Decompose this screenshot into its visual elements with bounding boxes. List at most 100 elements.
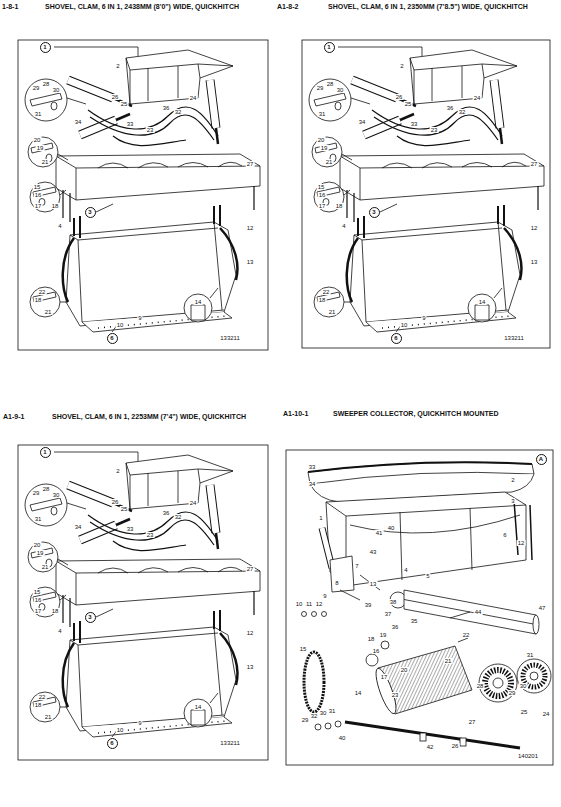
reference-letter: 3 xyxy=(88,614,91,620)
callout-number: 3 xyxy=(510,498,515,504)
callout-number: 1 xyxy=(318,515,323,521)
reference-letter: 1 xyxy=(327,44,330,50)
circled-reference: 3 xyxy=(369,207,380,218)
callout-number: 133211 xyxy=(219,335,241,341)
callout-number: 31 xyxy=(526,652,535,658)
callout-number: 28 xyxy=(326,81,335,87)
callout-number: 32 xyxy=(310,713,319,719)
callout-number: 13 xyxy=(246,259,255,265)
callout-number: 26 xyxy=(111,94,120,100)
callout-number: 12 xyxy=(246,225,255,231)
callout-number: 30 xyxy=(336,87,345,93)
callout-number: 19 xyxy=(379,632,388,638)
circled-reference: 6 xyxy=(107,738,118,749)
callout-number: 15 xyxy=(317,184,326,190)
callout-number: 42 xyxy=(426,744,435,750)
callout-number: 17 xyxy=(34,608,43,614)
callout-number: 22 xyxy=(462,632,471,638)
callout-number: 5 xyxy=(425,573,430,579)
panel-code: 1-8-1 xyxy=(2,3,18,11)
callout-number: 30 xyxy=(52,87,61,93)
circled-reference: 3 xyxy=(85,207,96,218)
callout-number: 29 xyxy=(32,85,41,91)
callout-number: 21 xyxy=(44,714,53,720)
callout-number: 15 xyxy=(299,646,308,652)
callout-number: 34 xyxy=(358,119,367,125)
callout-number: 23 xyxy=(146,532,155,538)
reference-letter: 6 xyxy=(110,335,113,341)
callout-number: 36 xyxy=(446,105,455,111)
callout-number: 4 xyxy=(341,223,346,229)
callout-number: 4 xyxy=(57,223,62,229)
callout-number: 27 xyxy=(246,161,255,167)
callout-number: 39 xyxy=(364,602,373,608)
circled-reference: A xyxy=(536,454,547,465)
callout-number: 26 xyxy=(451,743,460,749)
callout-number: 13 xyxy=(369,581,378,587)
callout-number: 2 xyxy=(510,477,515,483)
callout-number: 33 xyxy=(308,464,317,470)
callout-number: 23 xyxy=(391,692,400,698)
callout-number: 9 xyxy=(421,315,426,321)
callout-number: 4 xyxy=(403,567,408,573)
callout-number: 27 xyxy=(530,161,539,167)
callout-number: 24 xyxy=(189,500,198,506)
reference-letter: 1 xyxy=(43,44,46,50)
callout-number: 29 xyxy=(301,717,310,723)
callout-number: 22 xyxy=(38,694,47,700)
panel-code: A1-8-2 xyxy=(277,3,298,11)
reference-letter: A xyxy=(539,456,543,462)
callout-number: 19 xyxy=(36,145,45,151)
callout-number: 2 xyxy=(399,63,404,69)
callout-number: 17 xyxy=(34,203,43,209)
callout-number: 31 xyxy=(34,516,43,522)
panel-title: SWEEPER COLLECTOR, QUICKHITCH MOUNTED xyxy=(333,410,533,418)
callout-number: 10 xyxy=(116,727,125,733)
circled-reference: 1 xyxy=(40,447,51,458)
callout-number: 25 xyxy=(120,506,129,512)
callout-number: 35 xyxy=(410,618,419,624)
callout-number: 22 xyxy=(38,289,47,295)
callout-number: 21 xyxy=(444,658,453,664)
callout-number: 10 xyxy=(400,322,409,328)
callout-number: 21 xyxy=(41,159,50,165)
callout-number: 17 xyxy=(380,674,389,680)
callout-number: 28 xyxy=(476,683,485,689)
callout-number: 18 xyxy=(367,636,376,642)
callout-number: 24 xyxy=(473,95,482,101)
callout-number: 18 xyxy=(34,702,43,708)
callout-number: 29 xyxy=(32,490,41,496)
callout-number: 10 xyxy=(116,322,125,328)
callout-number: 25 xyxy=(404,101,413,107)
callout-number: 27 xyxy=(246,566,255,572)
reference-letter: 3 xyxy=(88,209,91,215)
panel-title: SHOVEL, CLAM, 6 IN 1, 2253MM (7'4") WIDE… xyxy=(52,413,252,421)
callout-number: 24 xyxy=(542,711,551,717)
callout-number: 140201 xyxy=(517,753,539,759)
callout-number: 40 xyxy=(338,735,347,741)
callout-number: 13 xyxy=(530,259,539,265)
callout-number: 32 xyxy=(174,514,183,520)
callout-number: 18 xyxy=(34,297,43,303)
callout-number: 15 xyxy=(33,184,42,190)
callout-number: 33 xyxy=(126,121,135,127)
callout-number: 28 xyxy=(42,81,51,87)
reference-letter: 6 xyxy=(110,740,113,746)
callout-number: 34 xyxy=(74,524,83,530)
callout-number: 10 xyxy=(295,601,304,607)
callout-number: 20 xyxy=(317,137,326,143)
callout-number: 13 xyxy=(246,664,255,670)
callout-number: 27 xyxy=(468,719,477,725)
callout-number: 8 xyxy=(334,580,339,586)
callout-number: 24 xyxy=(189,95,198,101)
callout-number: 40 xyxy=(387,525,396,531)
callout-number: 33 xyxy=(410,121,419,127)
callout-number: 14 xyxy=(478,299,487,305)
callout-number: 29 xyxy=(316,85,325,91)
callout-number: 12 xyxy=(530,225,539,231)
callout-number: 9 xyxy=(137,315,142,321)
callout-number: 20 xyxy=(400,667,409,673)
reference-letter: 3 xyxy=(372,209,375,215)
callout-number: 9 xyxy=(137,720,142,726)
callout-number: 30 xyxy=(52,492,61,498)
